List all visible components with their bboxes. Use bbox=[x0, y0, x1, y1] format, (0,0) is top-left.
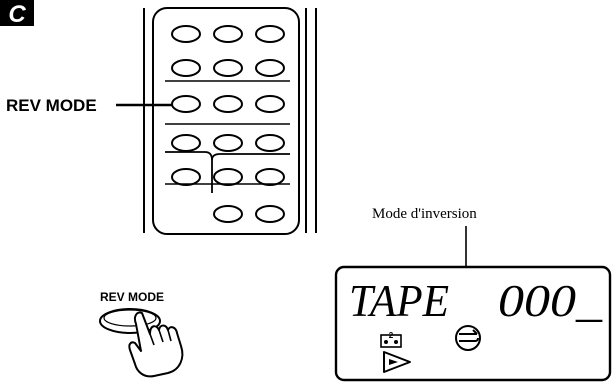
mode-inversion-label: Mode d'inversion bbox=[372, 206, 477, 222]
remote-button-r2c3[interactable] bbox=[255, 59, 285, 77]
remote-button-r1c1[interactable] bbox=[171, 25, 201, 43]
button-label: REV MODE bbox=[100, 290, 164, 304]
lcd-counter-text: 000_ bbox=[498, 275, 603, 326]
step-badge: C bbox=[0, 0, 34, 28]
remote-button-r4c2[interactable] bbox=[213, 134, 243, 152]
remote-button-r5c3[interactable] bbox=[255, 168, 285, 186]
lcd-display: TAPE 000_ 2 bbox=[334, 265, 612, 382]
lcd-source-text: TAPE bbox=[349, 275, 449, 326]
remote-button-r4c3[interactable] bbox=[255, 134, 285, 152]
remote-rev-mode-button[interactable] bbox=[171, 95, 201, 113]
rev-mode-label: REV MODE bbox=[6, 96, 97, 115]
remote-button-r5c1[interactable] bbox=[171, 168, 201, 186]
remote-button-r5c2[interactable] bbox=[213, 168, 243, 186]
remote-button-r2c1[interactable] bbox=[171, 59, 201, 77]
reverse-mode-icon bbox=[455, 325, 481, 351]
remote-button-r1c3[interactable] bbox=[255, 25, 285, 43]
play-direction-icon bbox=[383, 351, 411, 373]
deck-number: 2 bbox=[389, 331, 394, 340]
remote-button-r6c2[interactable] bbox=[213, 205, 243, 223]
hand-press-illustration: REV MODE bbox=[99, 290, 184, 378]
remote-button-r6c3[interactable] bbox=[255, 205, 285, 223]
remote-button-r4c1[interactable] bbox=[171, 134, 201, 152]
remote-button-r3c3[interactable] bbox=[255, 95, 285, 113]
remote-button-r2c2[interactable] bbox=[213, 59, 243, 77]
pointing-hand-icon bbox=[128, 311, 184, 378]
remote-button-r1c2[interactable] bbox=[213, 25, 243, 43]
deck-cassette-icon: 2 bbox=[380, 331, 402, 348]
remote-button-r3c2[interactable] bbox=[213, 95, 243, 113]
step-letter: C bbox=[8, 1, 26, 28]
